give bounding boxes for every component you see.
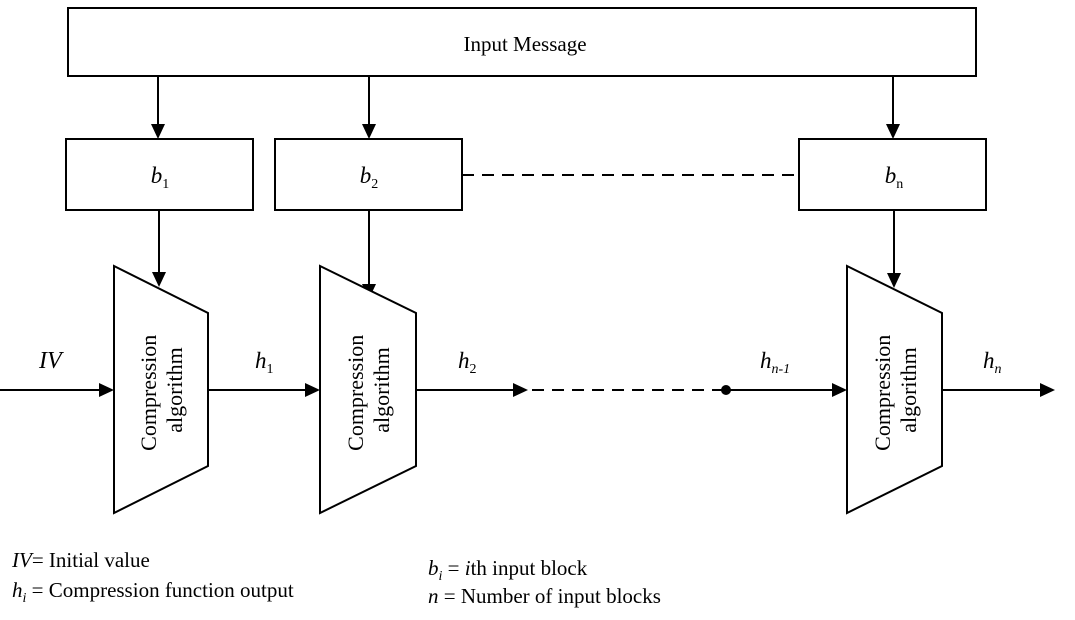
block-bn: bn [798,138,987,211]
svg-text:Compression algorithm: Compression algorithm [870,329,921,451]
compression-n-line1: Compression [870,335,895,451]
svg-text:b2: b2 [360,163,379,192]
block-b2-base: b [360,163,372,188]
svg-text:Compression algorithm: Compression algorithm [343,329,394,451]
block-to-compression-arrows [152,210,901,299]
hn-label: hn [983,348,1002,377]
svg-text:b1: b1 [151,163,170,192]
legend-iv: IV= Initial value [11,548,150,572]
block-bn-base: b [885,163,897,188]
block-b1-base: b [151,163,163,188]
h1-label: h1 [255,348,274,377]
iv-label: IV [38,348,64,374]
compression-n: Compression algorithm [846,264,943,515]
input-message-box: Input Message [67,7,977,77]
legend-bi: bi = ith input block [428,556,588,584]
compression-1-line2: algorithm [162,347,187,433]
svg-text:Compression algorithm: Compression algorithm [136,329,187,451]
block-b2-sub: 2 [371,177,378,192]
legend-hi: hi = Compression function output [12,578,294,606]
block-b1: b1 [65,138,254,211]
compression-2-line2: algorithm [369,347,394,433]
input-message-label: Input Message [463,32,586,56]
svg-text:bn: bn [885,163,904,192]
legend-n: n = Number of input blocks [428,584,661,608]
block-bn-sub: n [896,177,903,192]
compression-1: Compression algorithm [113,264,209,515]
hn1-label: hn-1 [760,348,790,377]
block-b1-sub: 1 [162,177,169,192]
message-to-block-arrows [151,76,900,139]
compression-2-line1: Compression [343,335,368,451]
compression-n-line2: algorithm [896,347,921,433]
compression-2: Compression algorithm [319,264,417,515]
chain-arrows [0,383,1055,397]
compression-1-line1: Compression [136,335,161,451]
h2-label: h2 [458,348,477,377]
block-b2: b2 [274,138,463,211]
legend: IV= Initial value hi = Compression funct… [11,548,661,608]
